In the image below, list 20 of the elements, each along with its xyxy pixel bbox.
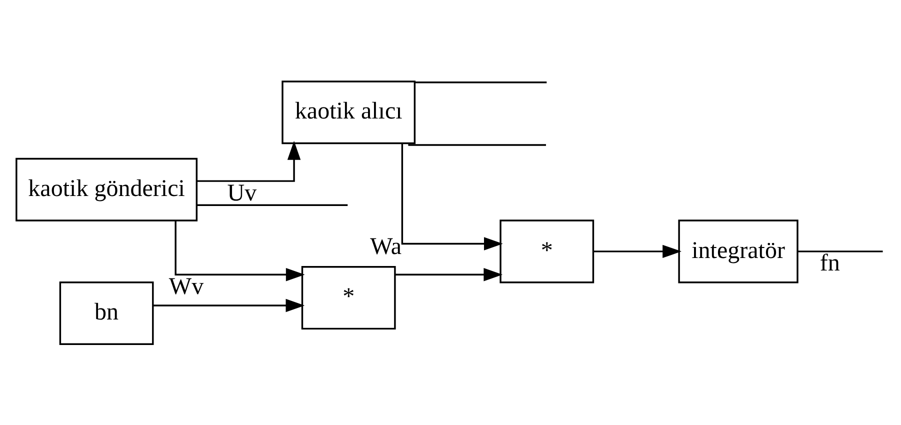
connector <box>196 204 348 206</box>
node-box: integratör <box>678 220 798 284</box>
arrow <box>395 268 503 282</box>
node-box: kaotik alıcı <box>282 80 416 144</box>
edge-label: Wv <box>168 274 204 300</box>
arrow <box>594 244 682 258</box>
connector <box>798 250 883 252</box>
arrow <box>401 144 503 250</box>
edge-label: fn <box>820 250 840 277</box>
connector <box>408 144 546 146</box>
node-box: bn <box>59 281 154 345</box>
connector <box>415 81 547 84</box>
arrow <box>153 298 305 312</box>
node-box: * <box>500 220 594 284</box>
arrow <box>197 140 301 182</box>
edge-label: Uv <box>227 180 257 206</box>
edge-label: Wa <box>370 234 402 260</box>
node-box: kaotik gönderici <box>16 158 198 222</box>
arrow <box>174 220 305 282</box>
node-box: * <box>301 266 396 330</box>
